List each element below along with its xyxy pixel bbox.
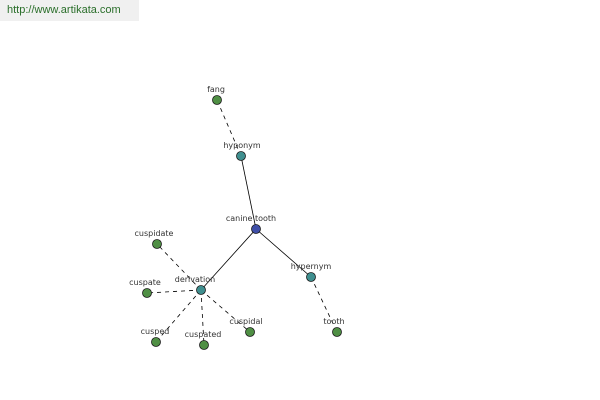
node-hypernym[interactable] bbox=[306, 272, 316, 282]
node-label-tooth[interactable]: tooth bbox=[323, 317, 344, 326]
node-tooth[interactable] bbox=[332, 327, 342, 337]
edge-root-derivation bbox=[200, 228, 257, 291]
node-cusped[interactable] bbox=[151, 337, 161, 347]
node-root[interactable] bbox=[251, 224, 261, 234]
node-cuspidate[interactable] bbox=[152, 239, 162, 249]
node-label-cuspidate[interactable]: cuspidate bbox=[135, 229, 174, 238]
edge-derivation-cuspidate bbox=[156, 243, 202, 291]
node-cuspate[interactable] bbox=[142, 288, 152, 298]
node-label-derivation[interactable]: derivation bbox=[175, 275, 215, 284]
node-label-cuspated[interactable]: cuspated bbox=[185, 330, 222, 339]
edges-layer bbox=[146, 99, 338, 346]
node-label-root[interactable]: canine tooth bbox=[226, 214, 276, 223]
edge-derivation-cuspated bbox=[200, 289, 205, 346]
node-label-hypernym[interactable]: hypernym bbox=[291, 262, 332, 271]
edge-root-hyponym bbox=[240, 155, 257, 230]
node-label-cusped[interactable]: cusped bbox=[141, 327, 170, 336]
site-link[interactable]: http://www.artikata.com bbox=[7, 4, 121, 16]
site-link-bar: http://www.artikata.com bbox=[0, 0, 139, 21]
node-label-hyponym[interactable]: hyponym bbox=[223, 141, 261, 150]
node-label-fang[interactable]: fang bbox=[207, 85, 225, 94]
node-cuspated[interactable] bbox=[199, 340, 209, 350]
node-label-cuspate[interactable]: cuspate bbox=[129, 278, 161, 287]
labels-layer: canine tooth hyponym hypernym derivation fan… bbox=[129, 85, 344, 339]
edge-hyponym-fang bbox=[216, 99, 242, 157]
node-derivation[interactable] bbox=[196, 285, 206, 295]
edge-derivation-cuspidal bbox=[200, 289, 251, 333]
node-fang[interactable] bbox=[212, 95, 222, 105]
edge-root-hypernym bbox=[255, 228, 312, 278]
edge-derivation-cuspate bbox=[146, 289, 202, 294]
node-label-cuspidal[interactable]: cuspidal bbox=[229, 317, 262, 326]
edge-derivation-cusped bbox=[155, 289, 202, 343]
edge-hypernym-tooth bbox=[310, 276, 338, 333]
node-cuspidal[interactable] bbox=[245, 327, 255, 337]
nodes-layer bbox=[142, 95, 342, 350]
node-hyponym[interactable] bbox=[236, 151, 246, 161]
